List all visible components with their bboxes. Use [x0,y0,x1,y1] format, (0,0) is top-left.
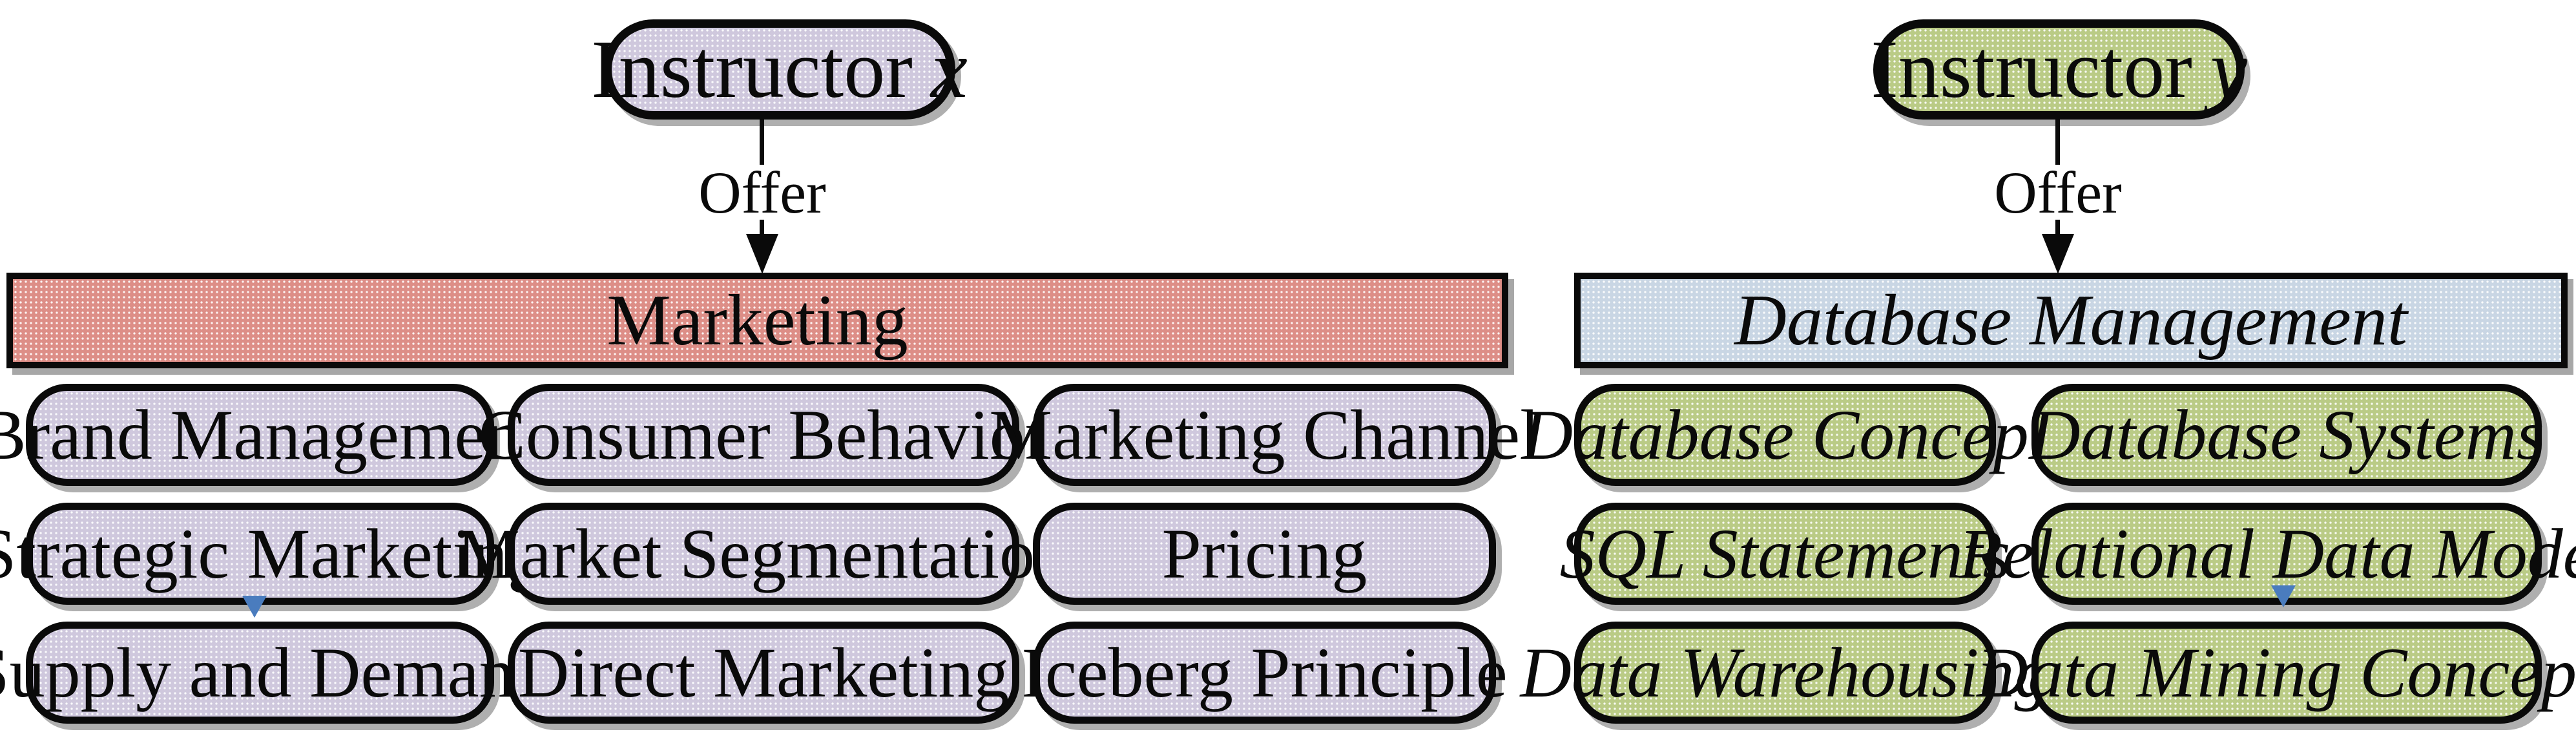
instructor-variable: y [2210,23,2247,115]
topic-pill: Direct Marketing [508,622,1019,724]
topic-pill: Supply and Demand [0,622,550,724]
topic-pill: Marketing Channel [989,384,1540,486]
topic-label: Database Concept [1521,395,2049,474]
offer-arrowhead-icon [746,234,778,274]
category-label: Marketing [607,280,908,361]
topic-label: Direct Marketing [517,633,1010,712]
category-bar-database-management: Database Management [1574,273,2568,368]
topic-label: Strategic Marketing [0,514,543,593]
offer-label: Offer [698,160,826,225]
topic-pill: Database Concept [1522,384,2048,486]
topic-pill: Consumer Behavior [479,384,1048,486]
topic-pill: Iceberg Principle [1021,622,1508,724]
instructor-variable: x [930,23,968,115]
topic-label: Supply and Demand [0,633,550,712]
instructor-label: Instructor [591,23,913,115]
instructor-label: Instructor [1871,23,2192,115]
category-bar-marketing: Marketing [6,273,1508,368]
offer-arrow-stem [760,220,764,238]
topic-pill: Strategic Marketing [0,503,543,605]
topic-pill: Data Mining Concept [1977,622,2576,724]
offer-arrowhead-icon [2042,234,2074,274]
topic-pill: SQL Statements [1560,503,2010,605]
topic-label: Market Segmentation [456,514,1071,593]
topic-label: Data Warehousing [1520,633,2050,712]
category-label: Database Management [1734,280,2407,361]
topic-label: Consumer Behavior [478,395,1049,474]
topic-label: Relational Data Model [1958,514,2576,593]
blue-triangle-marker-icon [242,596,267,618]
offer-arrow-stem [2055,220,2060,238]
topic-label: Marketing Channel [989,395,1540,474]
topic-label: SQL Statements [1559,514,2011,593]
offer-connector-line [2055,120,2060,165]
topic-pill: Market Segmentation [457,503,1070,605]
topic-label: Brand Management [0,395,541,474]
topic-pill: Data Warehousing [1521,622,2050,724]
topic-label: Iceberg Principle [1021,633,1508,712]
topic-pill: Database Systems [2029,384,2544,486]
topic-pill: Brand Management [0,384,541,486]
topic-pill: Pricing [1033,503,1496,605]
topic-label: Pricing [1161,514,1367,593]
offer-label: Offer [1994,160,2122,225]
blue-triangle-marker-icon [2271,585,2296,607]
topic-label: Database Systems [2029,395,2544,474]
offer-connector-line [760,120,764,165]
topic-label: Data Mining Concept [1977,633,2576,712]
